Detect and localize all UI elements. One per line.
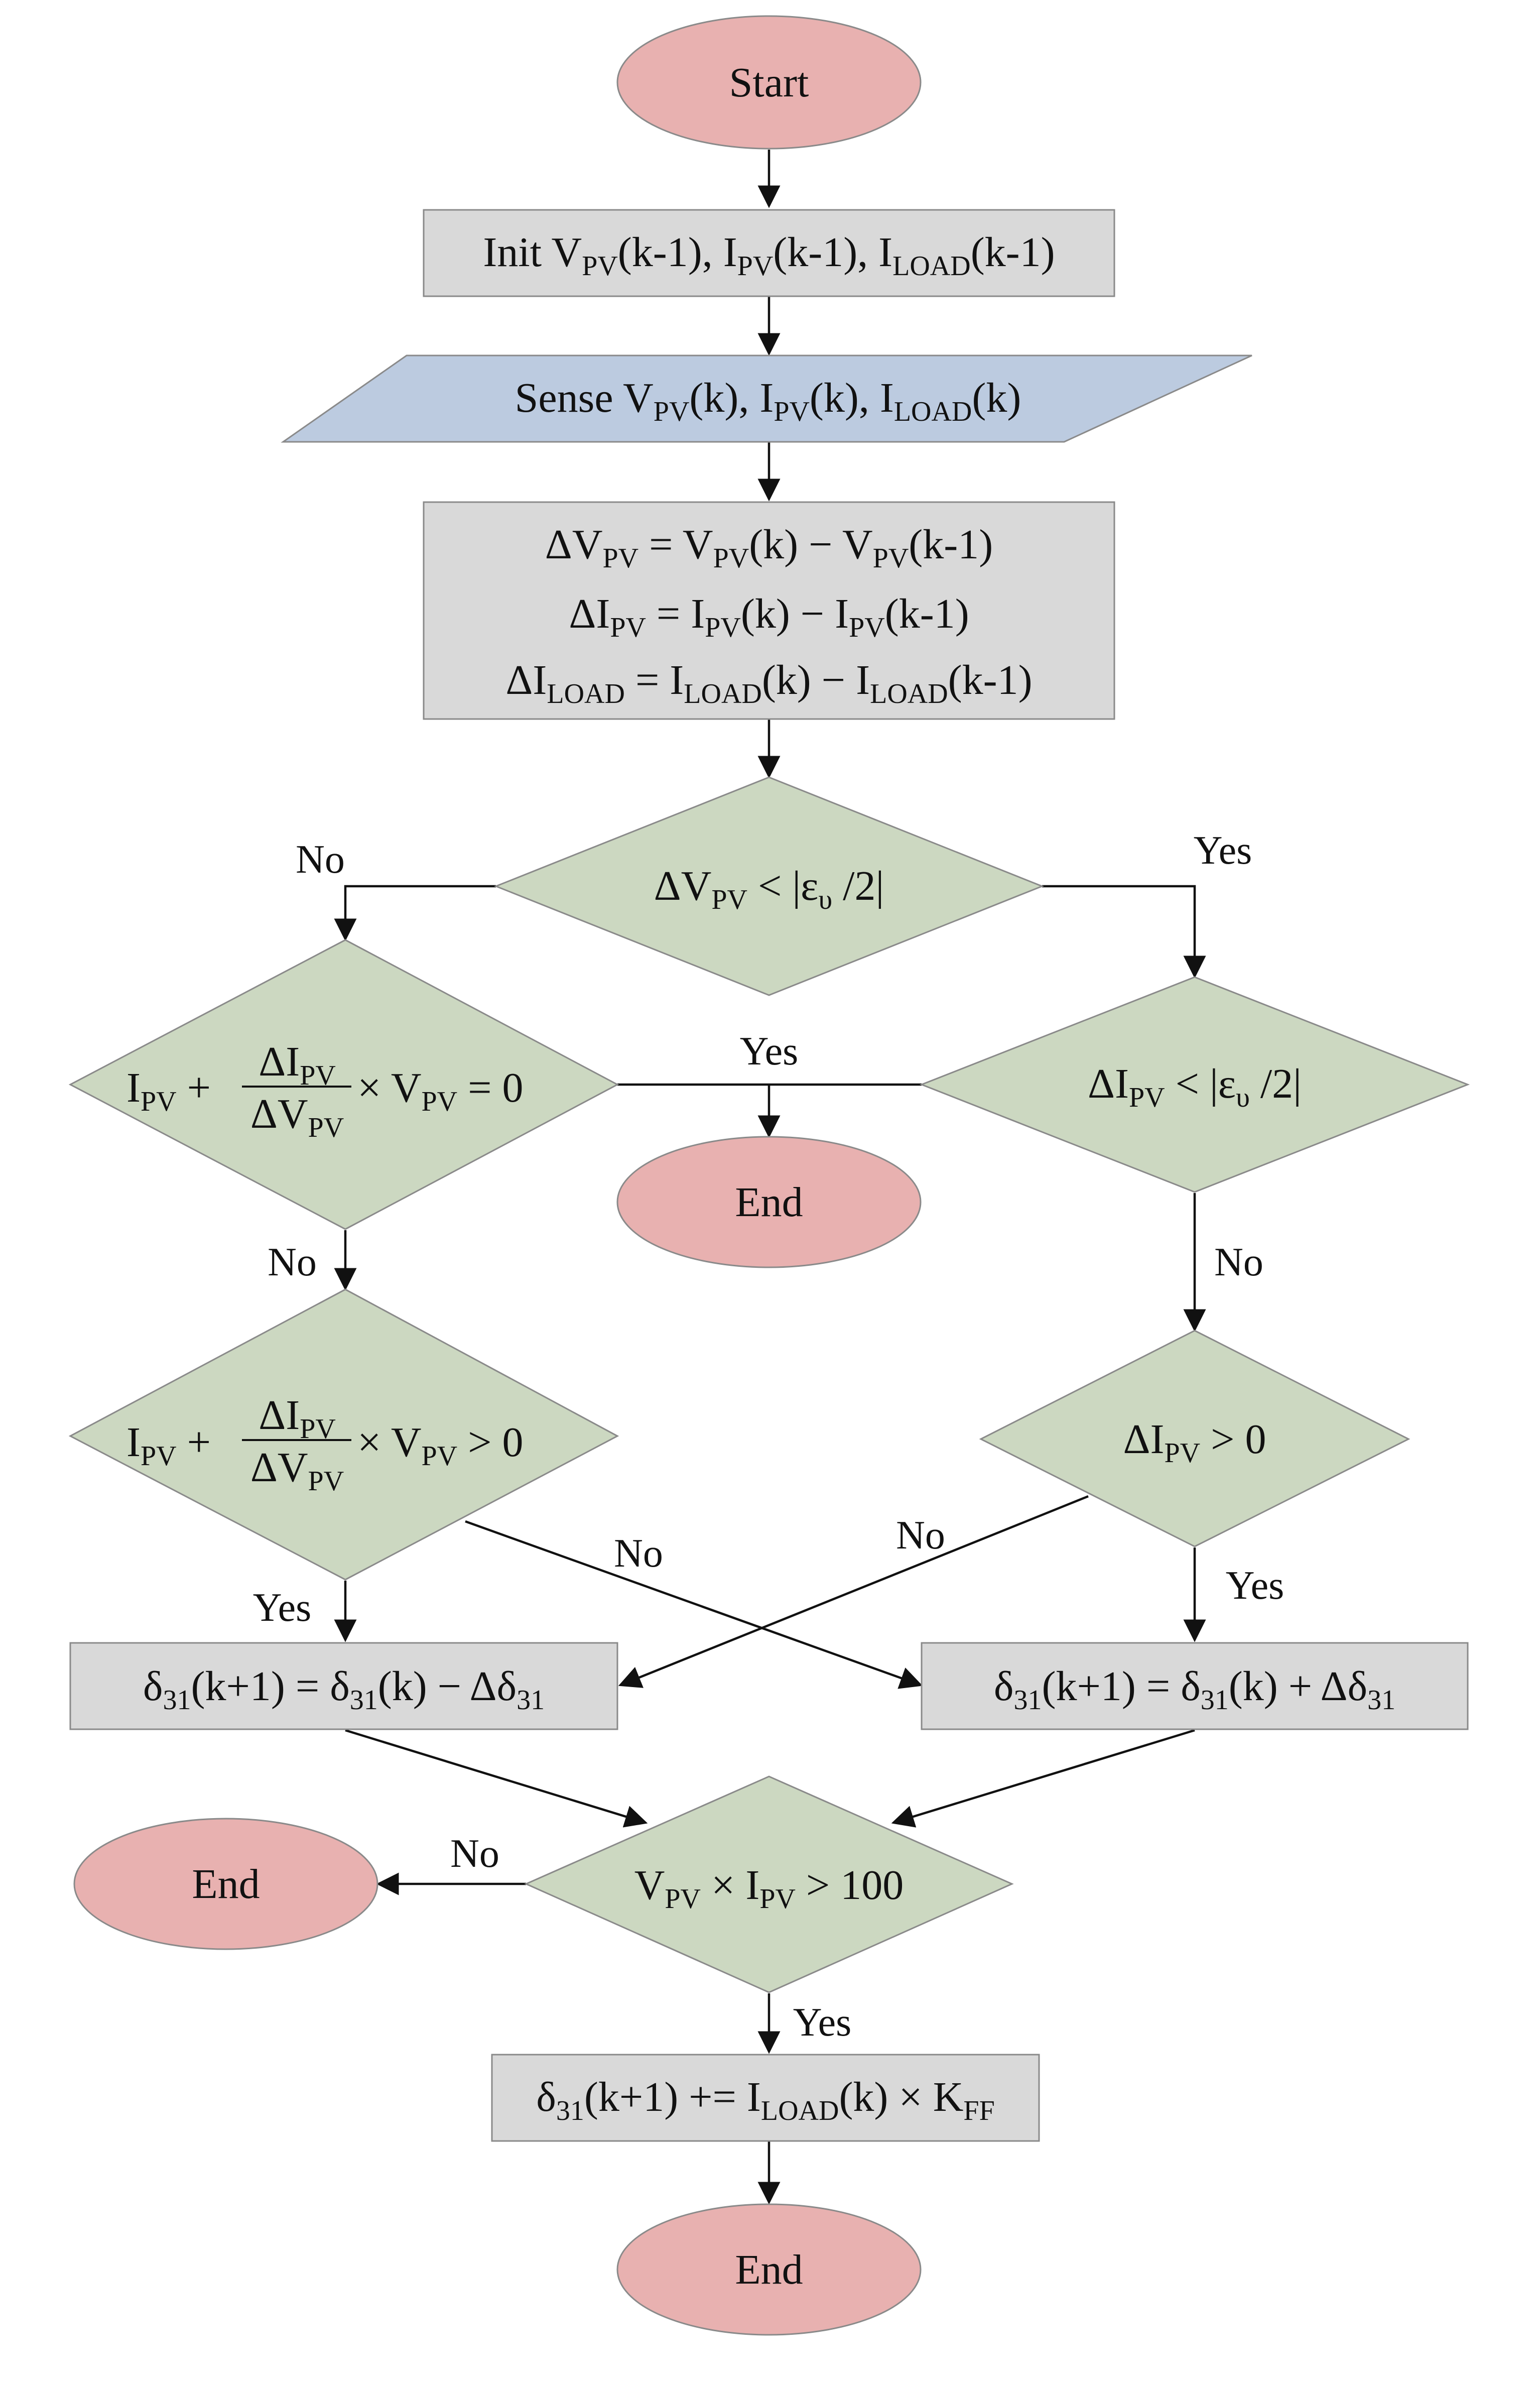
decision-di-label: ΔIPV < |ευ /2|	[1088, 1060, 1302, 1113]
increment-process-shape	[921, 1642, 1469, 1730]
feedforward-process-shape	[491, 2054, 1040, 2142]
edge-minus-power	[345, 1729, 648, 1828]
label-zero-yes: Yes	[740, 1029, 798, 1074]
end-mid-label: End	[735, 1179, 803, 1226]
decrement-node: δ31(k+1) = δ31(k) − Δδ31	[69, 1642, 618, 1730]
label-dv-no: No	[296, 838, 345, 882]
end-mid-terminal-shape	[616, 1136, 922, 1268]
label-inceq-no: No	[268, 1240, 317, 1284]
label-dv-yes: Yes	[1194, 828, 1252, 873]
feedforward-node: δ31(k+1) += ILOAD(k) × KFF	[491, 2054, 1040, 2142]
label-di-no: No	[1214, 1240, 1263, 1284]
decision-dv-node: ΔVPV < |ευ /2|	[493, 776, 1045, 996]
edge-plus-power	[891, 1729, 1195, 1828]
end-left-label: End	[192, 1861, 260, 1908]
decision-dv-label: ΔVPV < |ευ /2|	[654, 863, 884, 915]
sense-io-shape	[281, 354, 1252, 443]
edge-dv-yes	[1042, 885, 1206, 979]
edges	[334, 150, 1206, 2205]
inc-gt-rest: × VPV > 0	[357, 1419, 524, 1472]
label-dipos-yes: Yes	[1226, 1564, 1284, 1608]
end-bottom-label: End	[735, 2246, 803, 2293]
start-node: Start	[616, 15, 922, 150]
end-bottom-node: End	[616, 2203, 922, 2336]
sense-label: Sense VPV(k), IPV(k), ILOAD(k)	[515, 375, 1021, 427]
init-node: Init VPV(k-1), IPV(k-1), ILOAD(k-1)	[423, 209, 1115, 297]
start-label: Start	[729, 59, 809, 106]
label-power-yes: Yes	[793, 2000, 851, 2045]
start-terminal-shape	[616, 15, 922, 150]
label-incgt-yes: Yes	[253, 1586, 311, 1630]
increment-node: δ31(k+1) = δ31(k) + Δδ31	[921, 1642, 1469, 1730]
edge-labels: No Yes Yes No No Yes No No Yes No Yes	[253, 828, 1284, 2045]
decision-inc-gt-node: IPV + ΔIPV ΔVPV × VPV > 0	[68, 1288, 619, 1581]
label-incgt-no: No	[614, 1531, 663, 1576]
decision-di-pos-shape	[979, 1330, 1410, 1547]
decision-di-shape	[919, 976, 1470, 1193]
feedforward-label: δ31(k+1) += ILOAD(k) × KFF	[536, 2074, 994, 2126]
decrement-process-shape	[69, 1642, 618, 1730]
edge-dv-no	[334, 885, 496, 941]
increment-label: δ31(k+1) = δ31(k) + Δδ31	[994, 1663, 1395, 1716]
label-power-no: No	[450, 1832, 499, 1876]
inc-gt-ipv: IPV +	[126, 1419, 211, 1472]
edge-incgt-no	[465, 1520, 923, 1689]
decision-inc-eq-shape	[68, 939, 619, 1230]
deltas-process-shape	[423, 501, 1115, 720]
end-mid-node: End	[616, 1136, 922, 1268]
inc-eq-num: ΔIPV	[259, 1038, 336, 1091]
decision-inc-eq-node: IPV + ΔIPV ΔVPV × VPV = 0	[68, 939, 619, 1230]
decision-power-node: VPV × IPV > 100	[524, 1775, 1014, 1993]
init-process-shape	[423, 209, 1115, 297]
label-dipos-no: No	[896, 1513, 945, 1558]
end-bottom-terminal-shape	[616, 2203, 922, 2336]
end-left-terminal-shape	[73, 1818, 378, 1950]
decision-inc-gt-shape	[68, 1288, 619, 1581]
edge-dipos-no	[618, 1495, 1089, 1688]
decision-dv-shape	[493, 776, 1045, 996]
sense-node: Sense VPV(k), IPV(k), ILOAD(k)	[281, 354, 1252, 443]
decision-power-shape	[524, 1775, 1014, 1993]
decrement-label: δ31(k+1) = δ31(k) − Δδ31	[143, 1663, 545, 1716]
deltas-node: ΔVPV = VPV(k) − VPV(k-1) ΔIPV = IPV(k) −…	[423, 501, 1115, 720]
decision-di-pos-label: ΔIPV > 0	[1123, 1416, 1266, 1469]
end-left-node: End	[73, 1818, 378, 1950]
decision-di-pos-node: ΔIPV > 0	[979, 1330, 1410, 1547]
decision-di-node: ΔIPV < |ευ /2|	[919, 976, 1470, 1193]
